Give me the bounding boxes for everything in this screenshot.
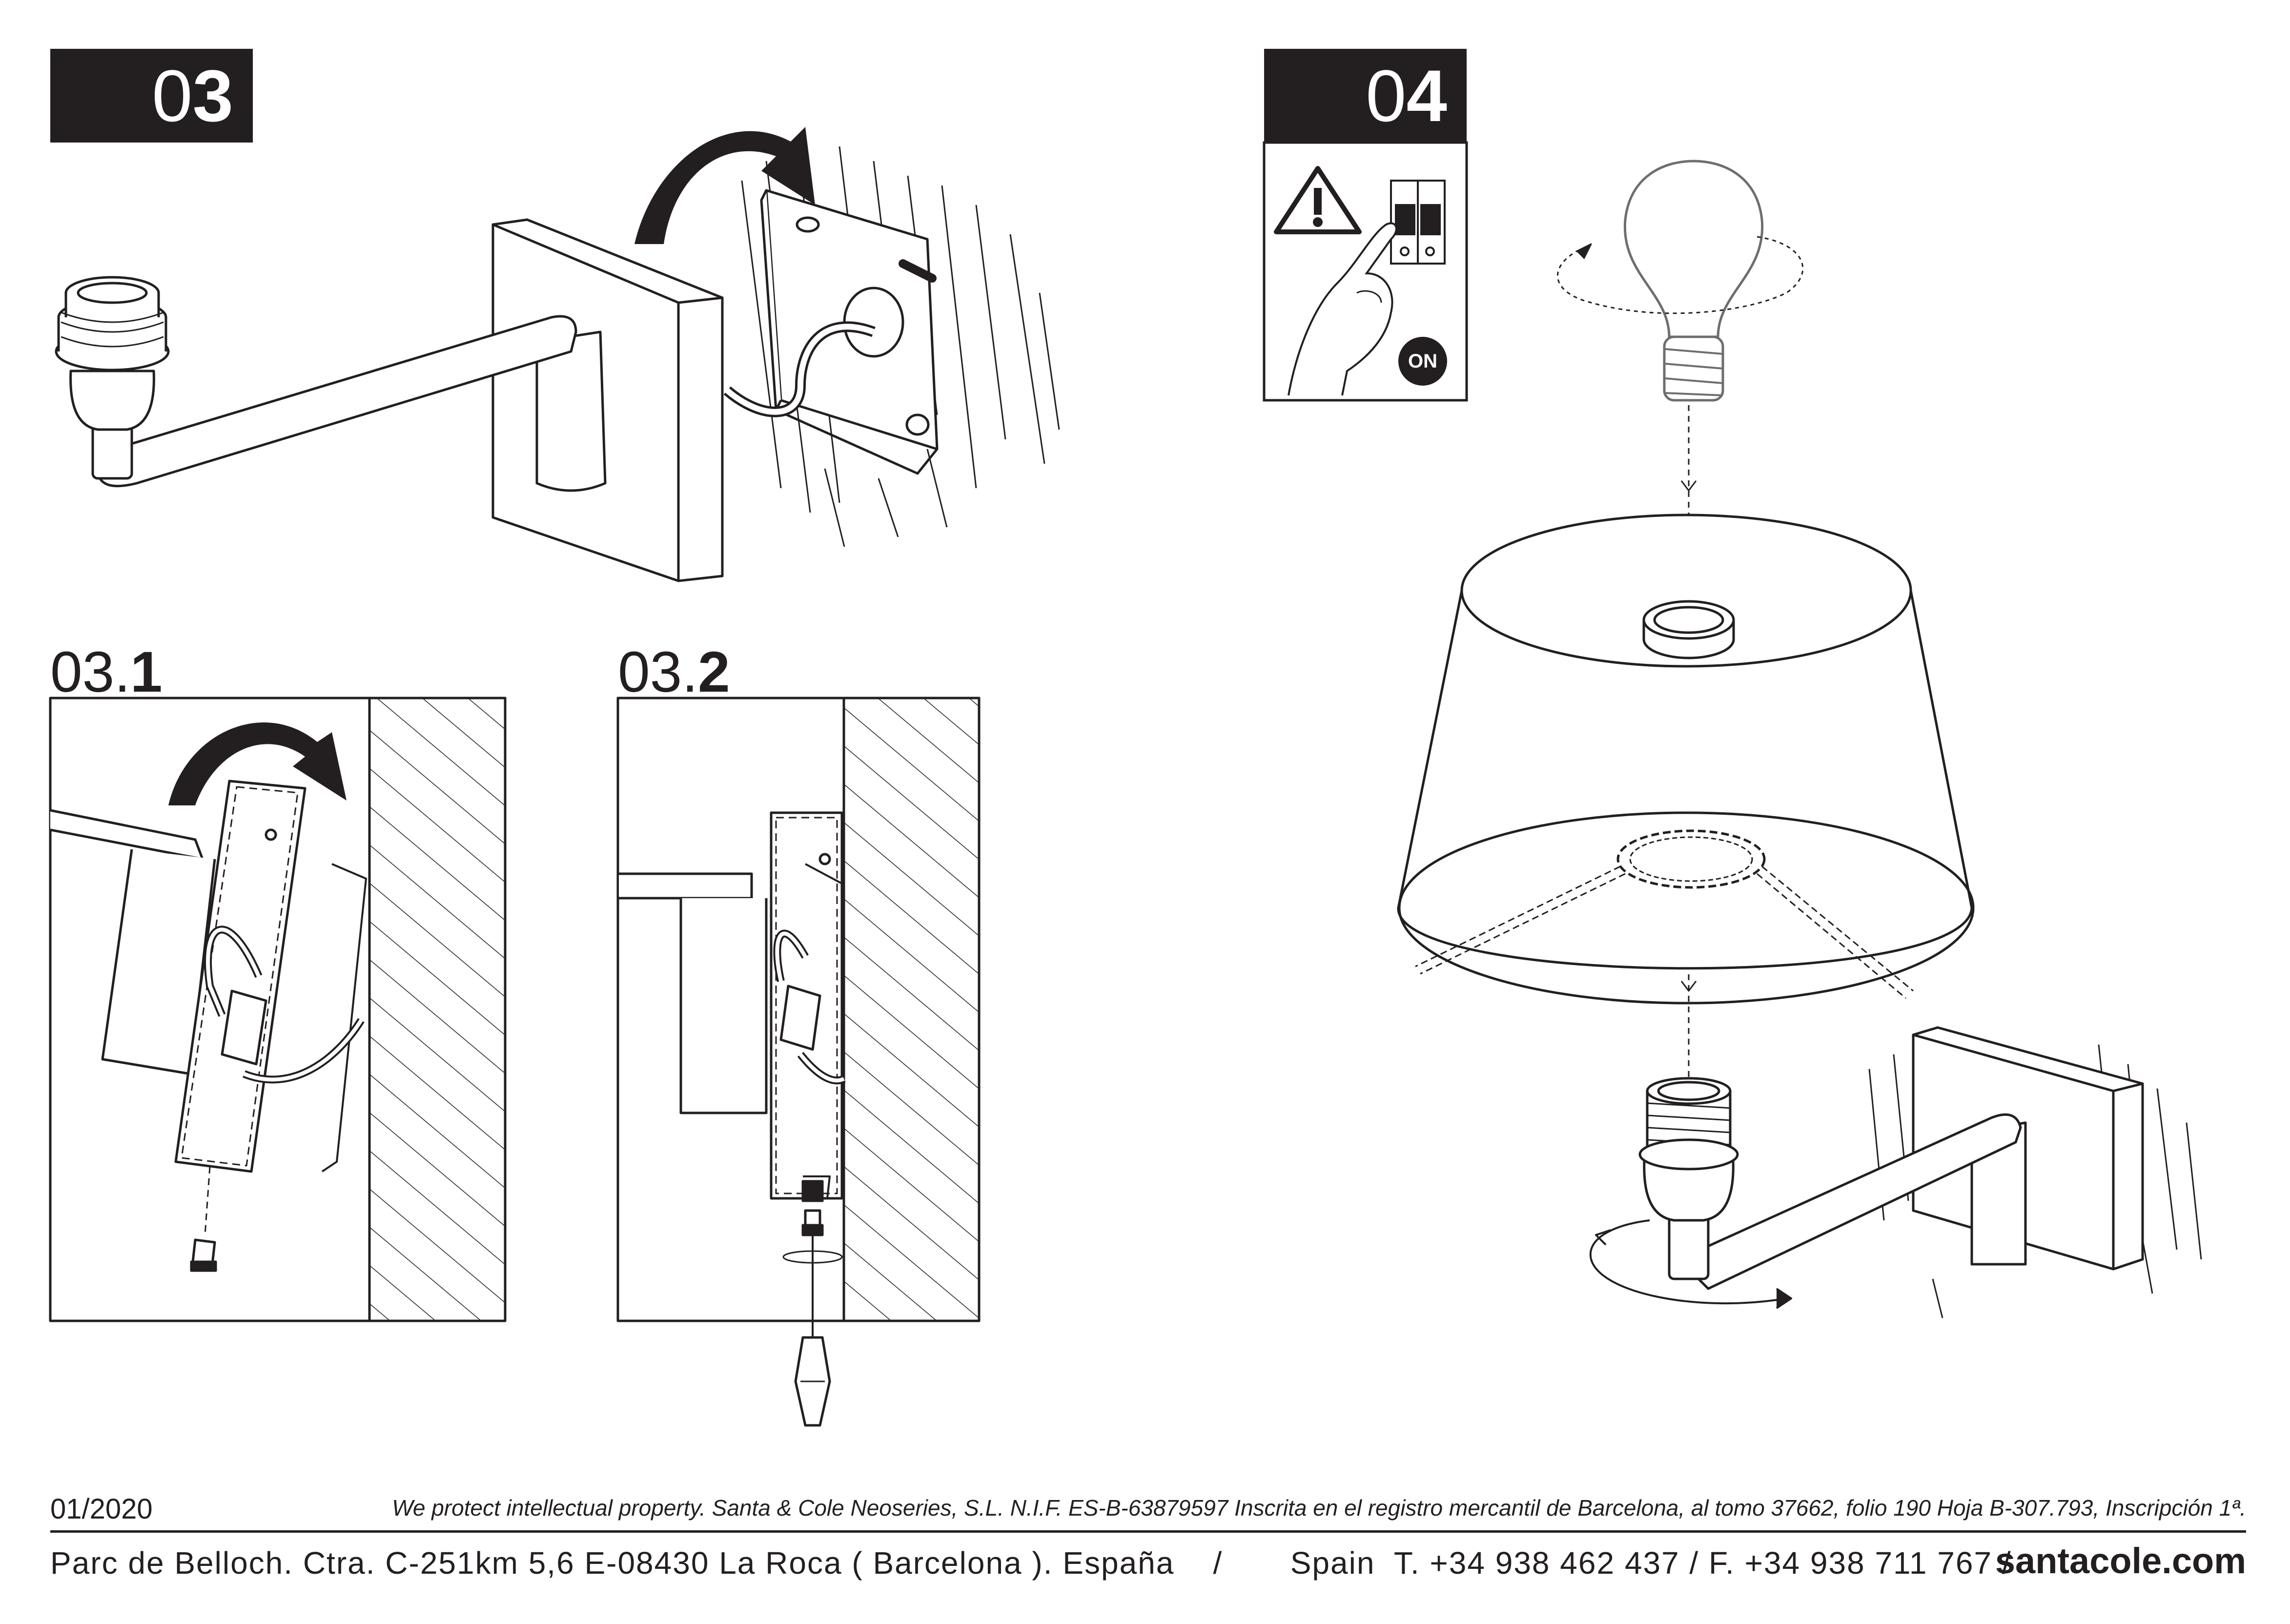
step-3-1-illustration [49, 697, 507, 1322]
lamp-socket [55, 276, 170, 480]
step-3-2-number: 2 [698, 640, 730, 704]
step-4-number: 4 [1406, 55, 1447, 137]
website-link[interactable]: santacole.com [1995, 1541, 2246, 1581]
warning-box [1263, 141, 1468, 402]
rotate-arrow-icon [168, 722, 347, 805]
footer-divider [50, 1530, 2246, 1533]
on-label: ON [1408, 350, 1437, 372]
step-3-2-prefix: 03. [618, 640, 698, 704]
step-3-number: 3 [192, 55, 233, 137]
step-3-1-label: 03.1 [50, 643, 163, 701]
step-3-2-label: 03.2 [618, 643, 730, 701]
legal-notice: We protect intellectual property. Santa … [392, 1495, 2246, 1521]
lamp-socket [1638, 1077, 1739, 1280]
lampshade [1397, 514, 1975, 1005]
step-4-illustration [1397, 160, 2202, 1318]
mounting-block [491, 218, 724, 582]
light-bulb [1623, 160, 1764, 402]
step-3-1-prefix: 03. [50, 640, 131, 704]
circuit-breaker-icon [1390, 180, 1446, 265]
warning-triangle-icon [1274, 166, 1362, 234]
step-3-2-illustration [616, 697, 981, 1427]
step-3-illustration [55, 127, 1060, 582]
step-3-1-number: 1 [130, 640, 163, 704]
swing-arm [1677, 1113, 2022, 1290]
hand-icon [1288, 222, 1397, 396]
on-indicator [1398, 337, 1447, 386]
step-3-prefix: 0 [152, 55, 193, 137]
rotate-arrow-icon [634, 127, 815, 244]
step-4-prefix: 0 [1366, 55, 1407, 137]
document-date: 01/2020 [50, 1493, 153, 1525]
company-address: Parc de Belloch. Ctra. C-251km 5,6 E-084… [50, 1545, 2012, 1581]
